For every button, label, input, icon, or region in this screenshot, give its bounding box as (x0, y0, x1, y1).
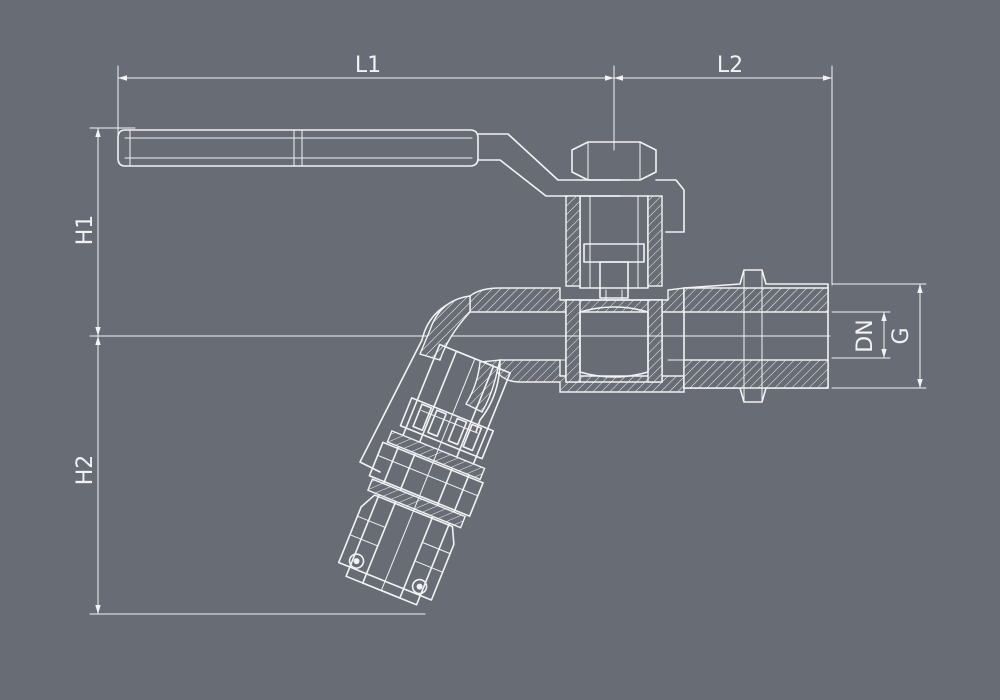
l2-label: L2 (717, 53, 743, 78)
angled-spout (337, 295, 511, 606)
dimension-l1: L1 (117, 53, 615, 151)
stem-assembly (565, 141, 685, 305)
h2-label: H2 (73, 455, 98, 486)
h1-label: H1 (73, 215, 98, 246)
dimension-l2: L2 (613, 53, 833, 286)
dimension-g: G (831, 283, 927, 389)
dn-label: DN (853, 319, 878, 352)
valve-body (469, 287, 831, 393)
g-label: G (889, 327, 914, 344)
l1-label: L1 (355, 53, 381, 78)
lever-handle (117, 129, 621, 197)
dimension-dn: DN (831, 311, 891, 359)
dimension-h1: H1 (73, 127, 136, 337)
dimension-h2: H2 (73, 335, 471, 615)
threaded-inlet (667, 269, 829, 403)
